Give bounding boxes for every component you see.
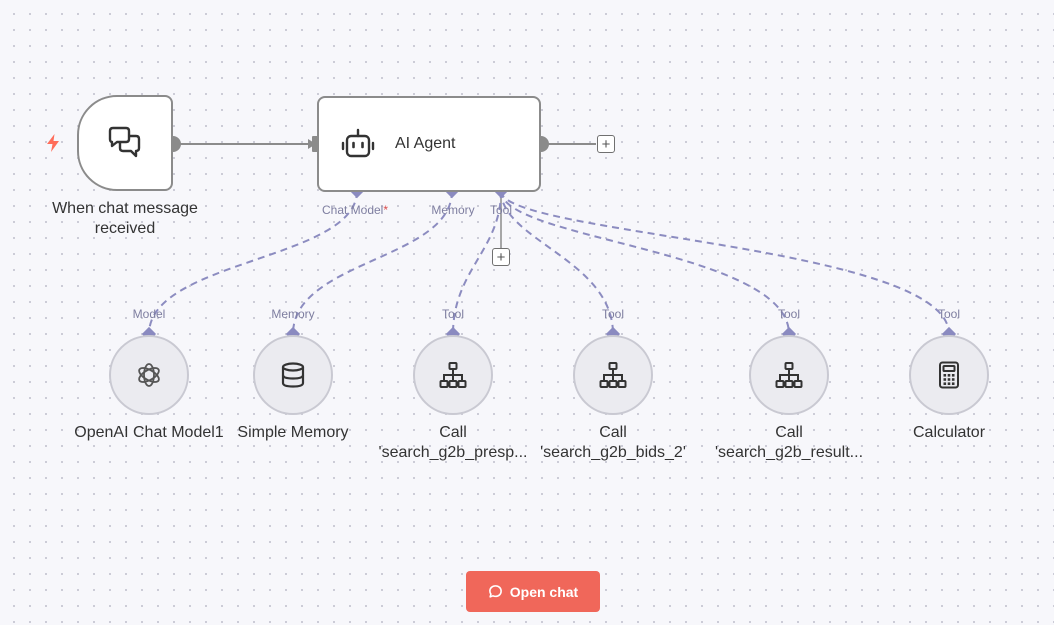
chat-bubble-icon <box>488 585 502 598</box>
sub-port-label-calc: Tool <box>937 307 961 321</box>
tool1-node-label: Call 'search_g2b_presp... <box>363 423 543 463</box>
tool-node-search-g2b-presp[interactable] <box>413 335 493 415</box>
openai-label-line-1: OpenAI Chat Model1 <box>74 424 224 441</box>
dashed-connection-model[interactable] <box>148 190 358 335</box>
calculator-label-line-1: Calculator <box>912 424 986 441</box>
sub-port-label-tool2: Tool <box>601 307 625 321</box>
trigger-label-line-1: When chat message <box>52 200 198 217</box>
dashed-connection-tool-3[interactable] <box>500 190 790 335</box>
dashed-connection-tool-2[interactable] <box>500 190 614 335</box>
port-label-chat-model: Chat Model* <box>322 203 388 217</box>
tool2-label-line-1: Call <box>599 424 627 441</box>
port-label-chat-model-text: Chat Model <box>321 203 384 217</box>
sub-port-label-memory: Memory <box>271 307 315 321</box>
sub-port-label-tool3: Tool <box>777 307 801 321</box>
required-marker: * <box>383 203 389 217</box>
tool2-label-line-2: 'search_g2b_bids_2' <box>540 444 686 461</box>
openai-node-label: OpenAI Chat Model1 <box>49 423 249 443</box>
tool1-label-line-2: 'search_g2b_presp... <box>378 444 528 461</box>
sitemap-icon <box>775 362 803 388</box>
tool3-node-label: Call 'search_g2b_result... <box>699 423 879 463</box>
calculator-node[interactable] <box>909 335 989 415</box>
dashed-connection-tool-4[interactable] <box>500 190 950 335</box>
open-chat-label: Open chat <box>509 583 579 600</box>
trigger-label-line-2: received <box>94 220 156 237</box>
tool3-label-line-1: Call <box>775 424 803 441</box>
open-chat-button[interactable]: Open chat <box>466 571 600 612</box>
ai-agent-label: AI Agent <box>395 135 456 152</box>
robot-icon <box>341 128 375 158</box>
chat-trigger-node[interactable] <box>77 95 173 191</box>
ai-agent-node[interactable]: AI Agent <box>317 96 541 192</box>
sub-port-label-openai: Model <box>132 307 166 321</box>
openai-logo-icon <box>138 363 160 387</box>
port-label-memory: Memory <box>431 203 475 217</box>
add-tool-button[interactable]: + <box>492 248 510 266</box>
sitemap-icon <box>439 362 467 388</box>
tool-node-search-g2b-result[interactable] <box>749 335 829 415</box>
sub-port-label-tool1: Tool <box>441 307 465 321</box>
tool3-label-line-2: 'search_g2b_result... <box>714 444 864 461</box>
dashed-connection-tool-1[interactable] <box>452 190 502 335</box>
trigger-node-label: When chat message received <box>25 199 225 239</box>
calculator-node-label: Calculator <box>879 423 1019 443</box>
simple-memory-node[interactable] <box>253 335 333 415</box>
sitemap-icon <box>599 362 627 388</box>
tool2-node-label: Call 'search_g2b_bids_2' <box>523 423 703 463</box>
tool-node-search-g2b-bids-2[interactable] <box>573 335 653 415</box>
openai-chat-model-node[interactable] <box>109 335 189 415</box>
port-label-tool: Tool <box>489 203 513 217</box>
memory-label-line-1: Simple Memory <box>237 424 349 441</box>
chat-bubbles-icon <box>108 126 141 158</box>
lightning-bolt-icon <box>47 134 59 152</box>
tool1-label-line-1: Call <box>439 424 467 441</box>
dashed-connection-memory[interactable] <box>292 190 453 335</box>
memory-node-label: Simple Memory <box>213 423 373 443</box>
database-icon <box>281 362 305 388</box>
add-output-node-button[interactable]: + <box>597 135 615 153</box>
calculator-icon <box>939 361 959 389</box>
